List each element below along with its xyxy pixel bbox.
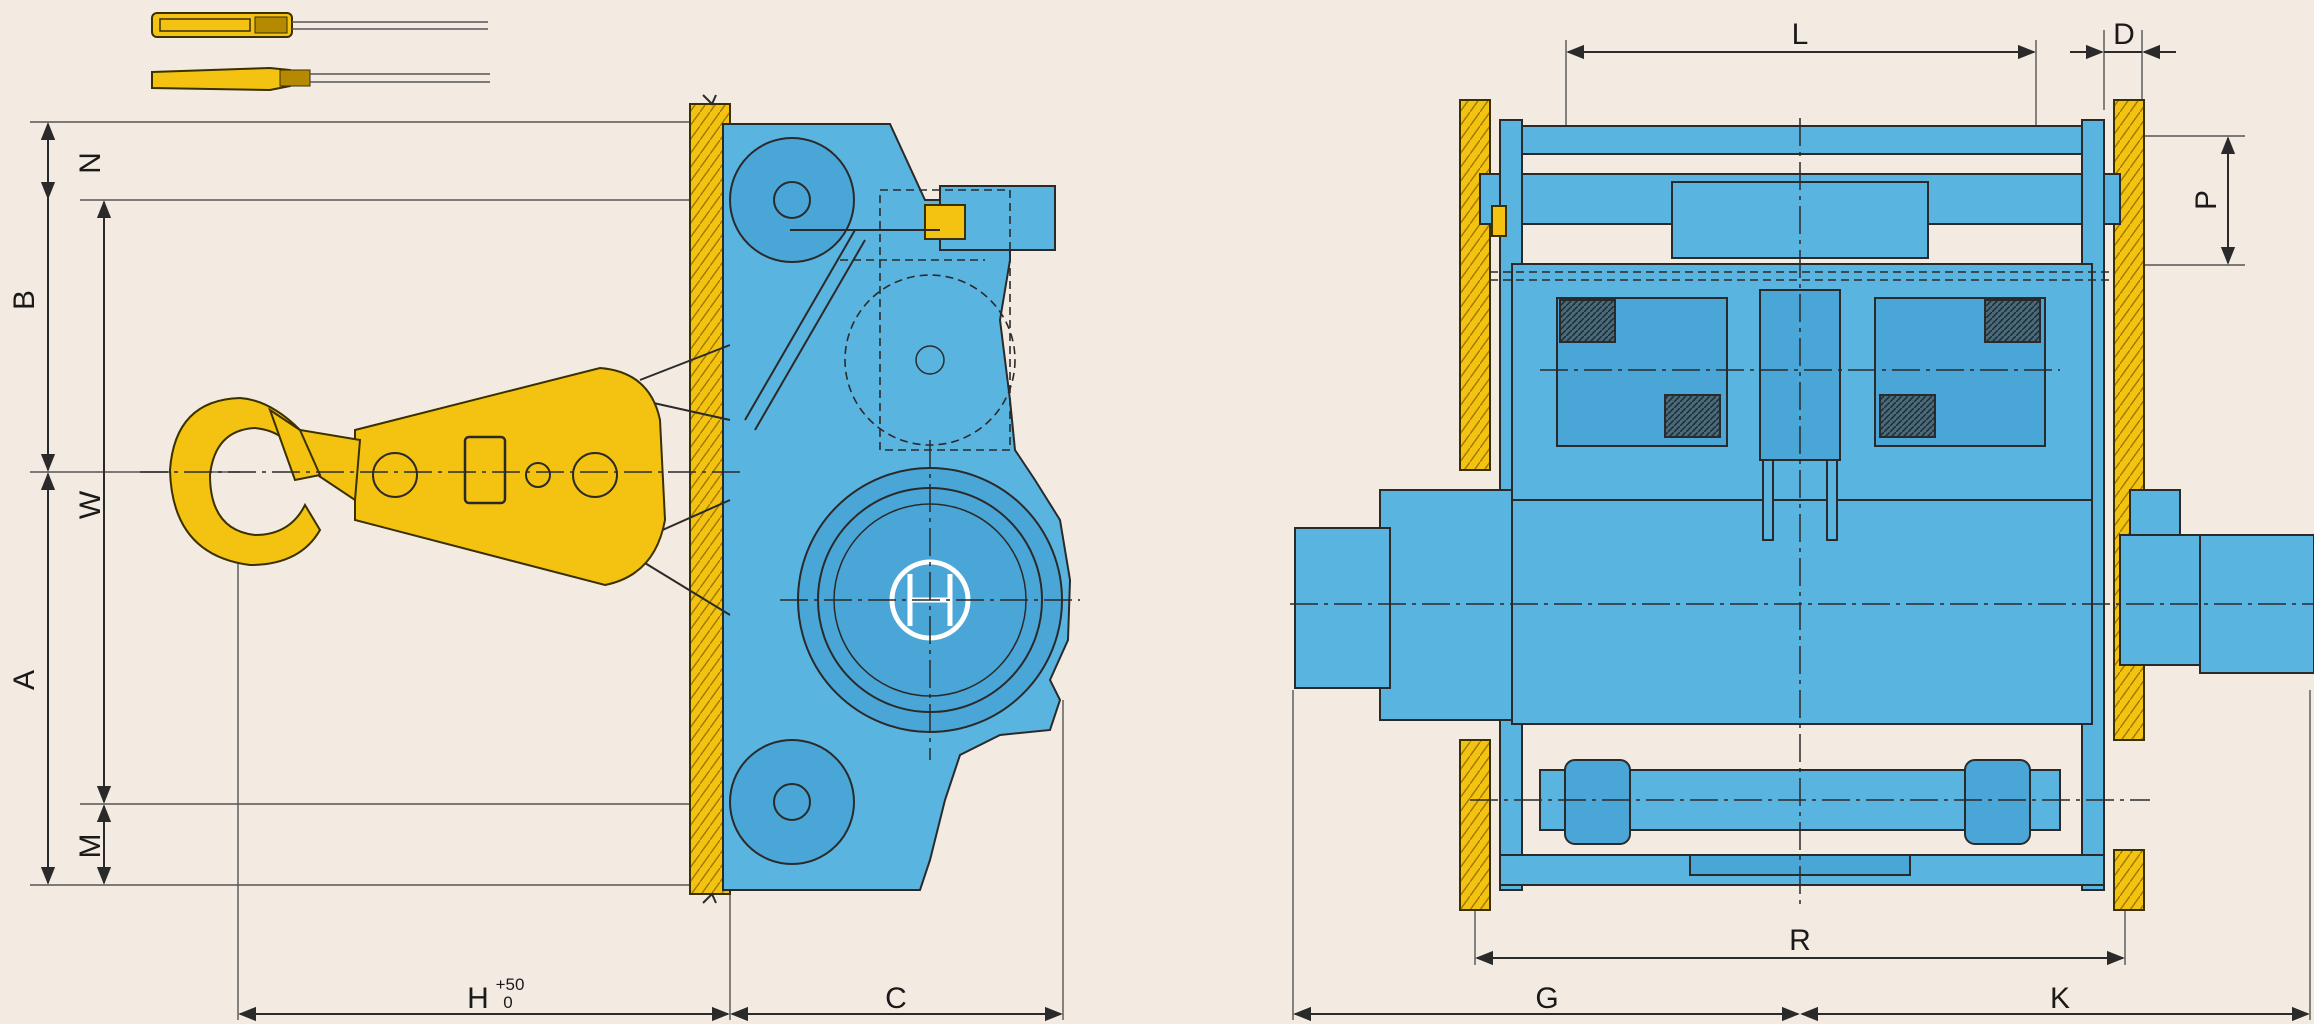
- dim-label-H-tol-lower: 0: [503, 993, 512, 1012]
- dim-label-G: G: [1535, 982, 1558, 1015]
- dim-label-K: K: [2050, 982, 2070, 1015]
- left-dimensions: N B W A M H +50 0 C: [8, 122, 1063, 1022]
- hoist-trolley-side-view: [722, 123, 1072, 891]
- pendant-control-top: [151, 12, 488, 38]
- dim-label-H: H: [467, 982, 489, 1015]
- dim-label-C: C: [885, 982, 907, 1015]
- dim-label-W: W: [74, 490, 107, 519]
- right-dimensions: L D P R G K: [1293, 18, 2310, 1022]
- hook-block: [168, 344, 731, 616]
- hoist-trolley-front-view: [1294, 119, 2314, 891]
- dim-label-N: N: [74, 152, 107, 174]
- dim-label-R: R: [1789, 924, 1811, 957]
- dim-label-L: L: [1792, 18, 1809, 51]
- dim-label-M: M: [74, 834, 107, 859]
- pendant-control-bottom: [151, 66, 490, 92]
- dim-label-H-tol-upper: +50: [496, 975, 525, 994]
- dim-label-A: A: [8, 670, 41, 690]
- centerlines: [140, 118, 2314, 905]
- dim-label-D: D: [2113, 18, 2135, 51]
- dim-label-B: B: [8, 290, 41, 310]
- dim-label-P: P: [2190, 190, 2223, 210]
